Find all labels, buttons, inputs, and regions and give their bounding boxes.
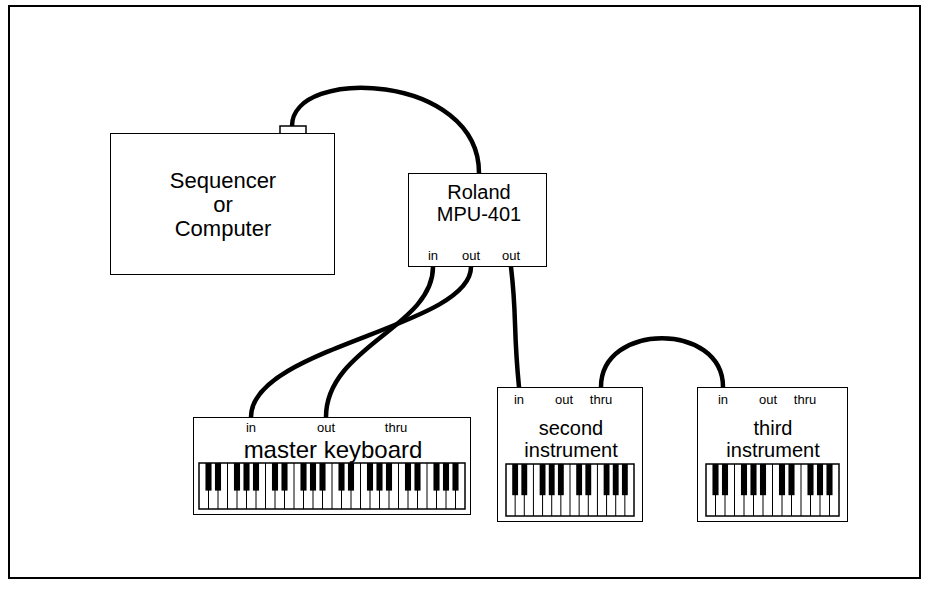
- midi-cable: [326, 267, 433, 417]
- device-label: Sequencer or Computer: [162, 169, 284, 240]
- port-label: out: [502, 249, 520, 263]
- port-label: in: [428, 249, 438, 263]
- device-label: third instrument: [713, 418, 833, 461]
- port-label: thru: [794, 393, 816, 407]
- port-label: thru: [590, 393, 612, 407]
- device-label: master keyboard: [198, 437, 468, 463]
- interface-box: Roland MPU-401 in out out: [408, 173, 547, 267]
- port-label: out: [462, 249, 480, 263]
- keyboard-instrument: in out thru third instrument: [697, 387, 848, 522]
- device-label: Roland MPU-401: [429, 182, 529, 225]
- sequencer-box: Sequencer or Computer: [110, 133, 335, 275]
- port-label: out: [555, 393, 573, 407]
- midi-cable: [601, 338, 723, 387]
- port-label: out: [317, 421, 335, 435]
- midi-cable: [511, 267, 519, 387]
- midi-cable: [251, 267, 471, 417]
- device-label: second instrument: [511, 418, 631, 461]
- port-label: in: [514, 393, 524, 407]
- port-label: in: [718, 393, 728, 407]
- port-label: out: [759, 393, 777, 407]
- keyboard-instrument: in out thru second instrument: [497, 387, 643, 522]
- keyboard-instrument: in out thru master keyboard: [193, 417, 471, 515]
- port-label: thru: [385, 421, 407, 435]
- port-label: in: [246, 421, 256, 435]
